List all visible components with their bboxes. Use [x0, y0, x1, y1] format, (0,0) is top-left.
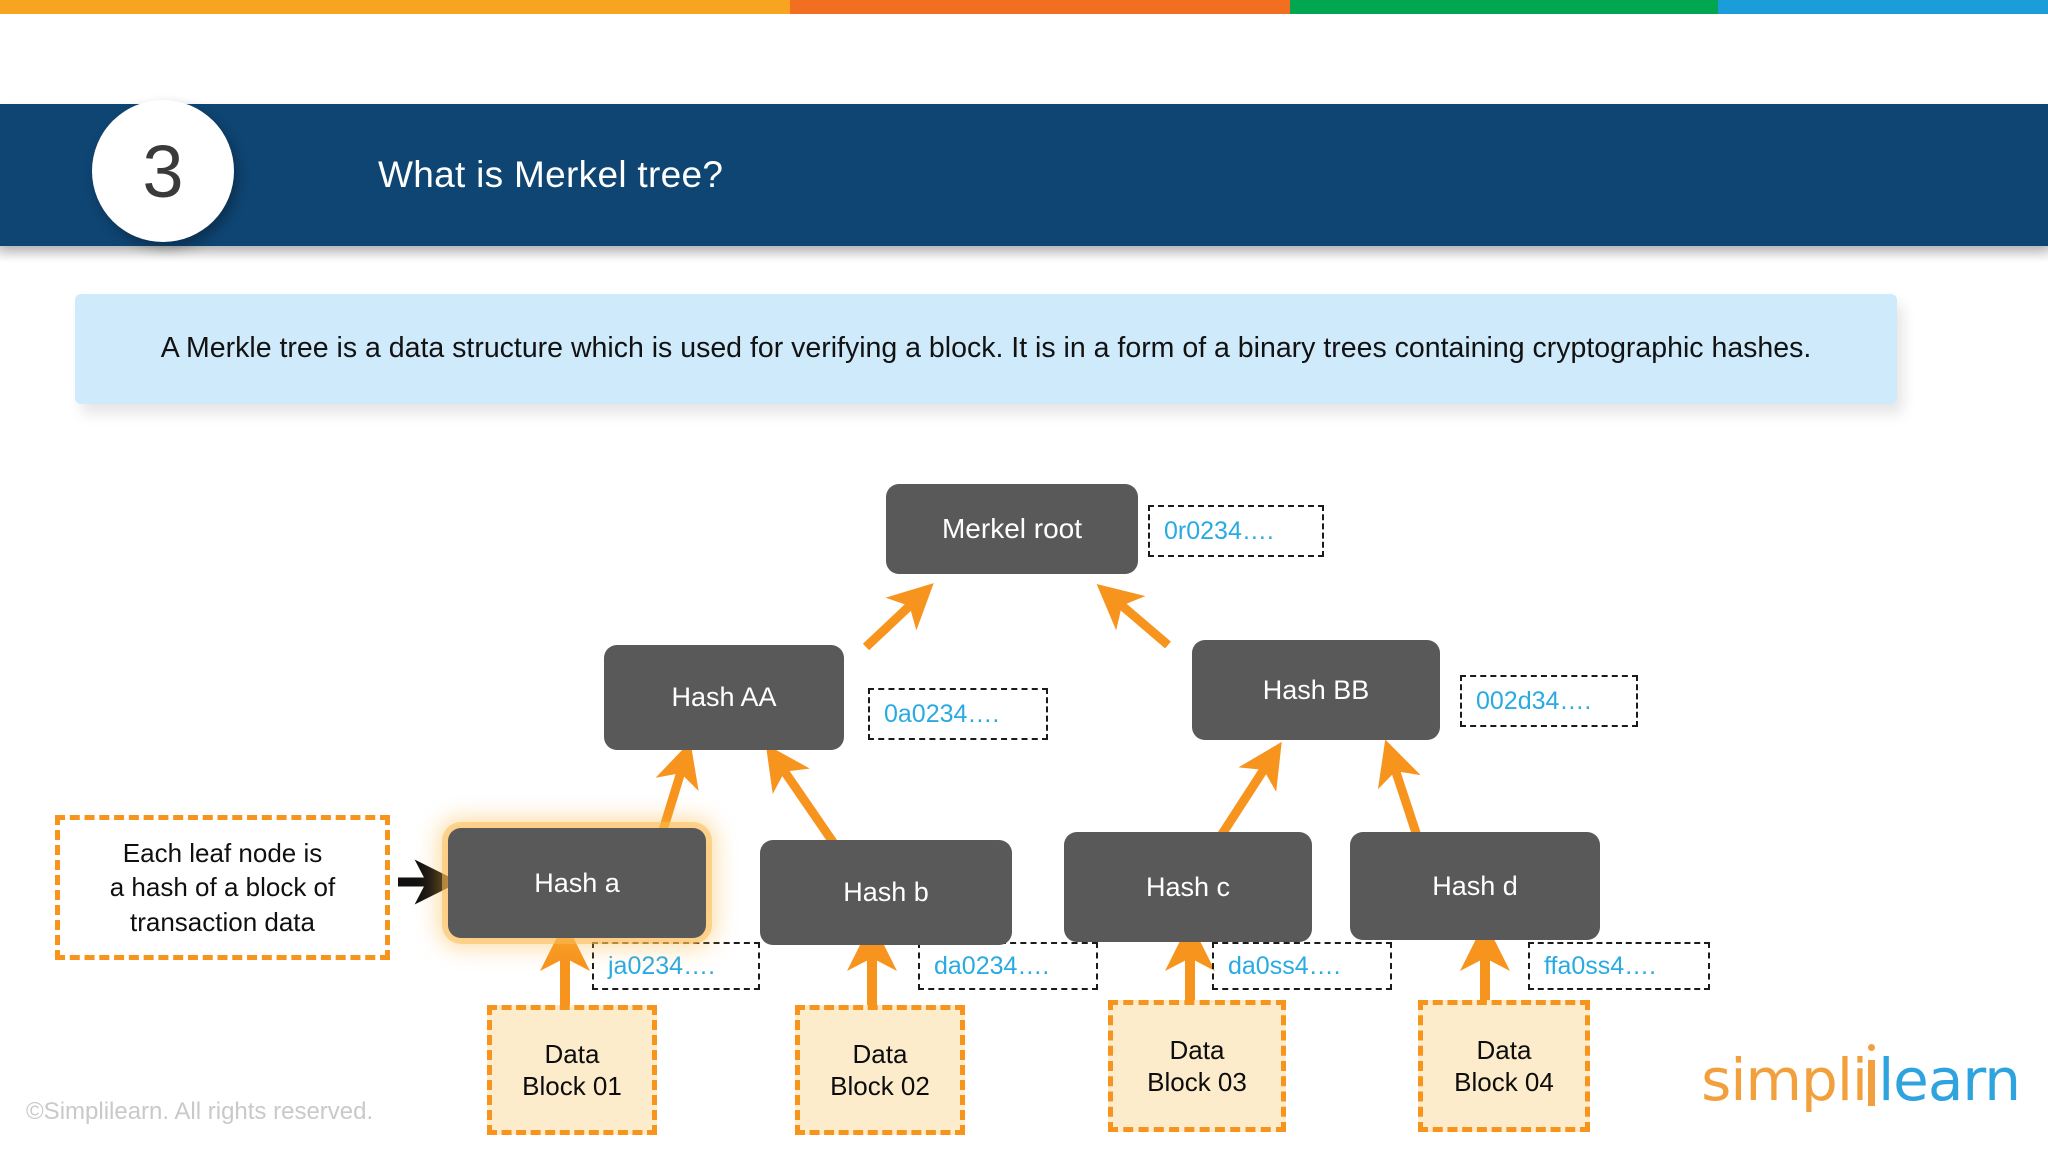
top-strip-segment-orange	[790, 0, 1290, 14]
definition-callout: A Merkle tree is a data structure which …	[75, 294, 1897, 404]
hash-value: 0a0234….	[884, 699, 1000, 728]
hash-value: da0ss4….	[1228, 951, 1341, 980]
node-label: Hash b	[843, 877, 929, 907]
node-hash-bb[interactable]: Hash BB	[1192, 640, 1440, 740]
top-strip-segment-blue	[1718, 0, 2048, 14]
leaf-node-annotation: Each leaf node is a hash of a block of t…	[55, 815, 390, 960]
data-block-04[interactable]: Data Block 04	[1418, 1000, 1590, 1132]
hash-chip-merkel-root: 0r0234….	[1148, 505, 1324, 557]
simplilearn-logo: simpli learn	[1701, 1044, 2021, 1114]
top-color-strip	[0, 0, 2048, 14]
node-hash-d[interactable]: Hash d	[1350, 832, 1600, 940]
node-label: Hash BB	[1262, 674, 1370, 705]
logo-i-divider-icon	[1868, 1044, 1876, 1106]
node-hash-a[interactable]: Hash a	[448, 828, 706, 938]
page-title: What is Merkel tree?	[378, 154, 724, 195]
data-block-line2: Block 02	[830, 1071, 930, 1101]
data-block-line1: Data	[852, 1038, 908, 1069]
hash-value: ffa0ss4….	[1544, 951, 1657, 980]
node-merkel-root[interactable]: Merkel root	[886, 484, 1138, 574]
data-block-line2: Block 01	[522, 1071, 622, 1101]
node-hash-aa[interactable]: Hash AA	[604, 645, 844, 750]
data-block-line1: Data	[544, 1038, 600, 1069]
node-label: Hash a	[534, 867, 620, 898]
node-label: Hash AA	[671, 682, 777, 712]
node-label: Merkel root	[941, 513, 1083, 544]
top-strip-segment-amber	[0, 0, 790, 14]
hash-chip-hash-a: ja0234….	[592, 942, 760, 990]
top-strip-segment-green	[1290, 0, 1718, 14]
hash-value: 0r0234….	[1164, 516, 1274, 545]
hash-value: ja0234….	[608, 951, 716, 980]
header-band	[0, 104, 2048, 262]
data-block-line2: Block 04	[1454, 1067, 1554, 1097]
node-label: Hash c	[1145, 871, 1231, 902]
hash-value: 002d34….	[1476, 686, 1592, 715]
logo-text-learn: learn	[1878, 1046, 2021, 1114]
copyright-text: ©Simplilearn. All rights reserved.	[26, 1098, 374, 1125]
data-block-line1: Data	[1169, 1034, 1225, 1065]
hash-chip-hash-c: da0ss4….	[1212, 942, 1392, 990]
hash-chip-hash-aa: 0a0234….	[868, 688, 1048, 740]
hash-value: da0234….	[934, 951, 1050, 980]
data-block-line1: Data	[1476, 1034, 1532, 1065]
data-block-02[interactable]: Data Block 02	[795, 1005, 965, 1135]
annotation-line-3: transaction data	[129, 906, 315, 937]
node-hash-c[interactable]: Hash c	[1064, 832, 1312, 942]
data-block-01[interactable]: Data Block 01	[487, 1005, 657, 1135]
annotation-line-2: a hash of a block of	[109, 872, 336, 903]
hash-chip-hash-d: ffa0ss4….	[1528, 942, 1710, 990]
hash-chip-hash-bb: 002d34….	[1460, 675, 1638, 727]
data-block-line2: Block 03	[1147, 1067, 1247, 1097]
slide-number-badge: 3	[92, 100, 234, 242]
node-label: Hash d	[1432, 870, 1518, 901]
annotation-line-1: Each leaf node is	[122, 838, 323, 869]
node-hash-b[interactable]: Hash b	[760, 840, 1012, 945]
data-block-03[interactable]: Data Block 03	[1108, 1000, 1286, 1132]
logo-text-simpli: simpli	[1701, 1046, 1868, 1114]
hash-chip-hash-b: da0234….	[918, 942, 1098, 990]
